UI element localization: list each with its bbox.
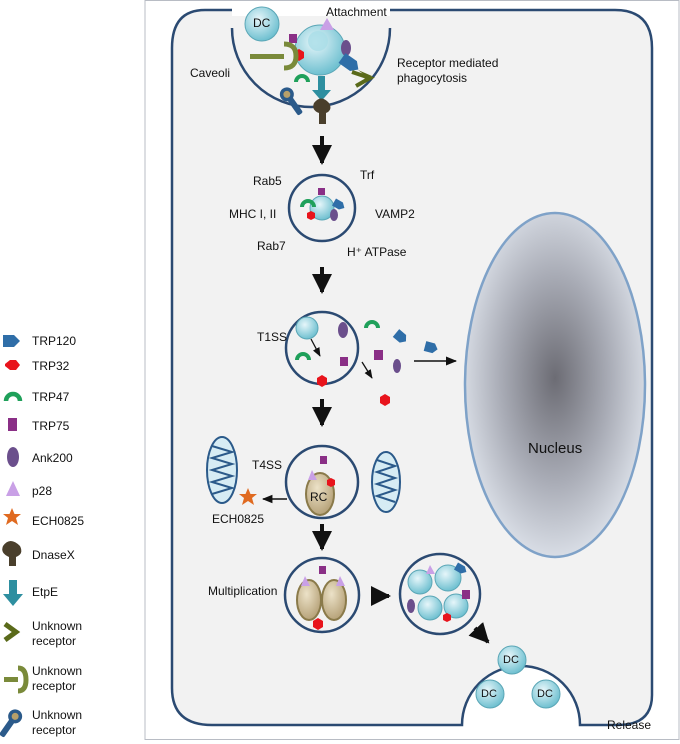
rc-label: RC: [310, 490, 328, 504]
trp120-icon: [338, 53, 359, 71]
legend-label-etpe: EtpE: [32, 585, 59, 599]
dc-attaching: [244, 6, 280, 42]
phagocytosis-label: phagocytosis: [397, 71, 468, 85]
legend-label-trp32: TRP32: [32, 359, 70, 373]
multiplication-label: Multiplication: [208, 584, 278, 598]
released-dc-1-label: DC: [503, 654, 519, 666]
vamp2-label: VAMP2: [375, 207, 415, 221]
unknown-receptor-knob-icon: [279, 87, 303, 115]
rab7-label: Rab7: [257, 239, 286, 253]
released-dc-1: [497, 645, 527, 675]
legend-label-trp47: TRP47: [32, 390, 70, 404]
caveoli-label: Caveoli: [190, 66, 231, 80]
mitochondrion-right: [371, 451, 401, 513]
nucleus-label: Nucleus: [528, 440, 583, 457]
dc-label: DC: [253, 16, 271, 30]
trf-label: Trf: [360, 168, 375, 182]
unknown-receptor-fork-icon: [250, 41, 299, 71]
legend-label-receptor-fork-1: Unknown: [32, 664, 83, 678]
t1ss-label: T1SS: [257, 330, 288, 344]
ech0825-inside-label: ECH0825: [212, 512, 265, 526]
released-dc-3: [531, 679, 561, 709]
release-label: Release: [607, 718, 652, 732]
legend: [0, 335, 29, 737]
released-dc-2: [475, 679, 505, 709]
ech0825-icon: [239, 488, 257, 505]
legend-label-trp120: TRP120: [32, 334, 77, 348]
legend-label-receptor-knob-1: Unknown: [32, 708, 83, 722]
mitochondrion-left: [206, 436, 238, 504]
entering-bacterium: [294, 24, 346, 76]
trp47-icon: [294, 74, 310, 83]
released-dc-3-label: DC: [537, 688, 553, 700]
legend-label-p28: p28: [32, 484, 53, 498]
nucleus: [463, 211, 647, 559]
p28-icon: [320, 18, 334, 30]
legend-label-trp75: TRP75: [32, 419, 70, 433]
trp75-icon: [289, 34, 297, 43]
t4ss-label: T4SS: [252, 458, 283, 472]
legend-label-receptor-fork-2: receptor: [32, 679, 77, 693]
legend-label-ech0825: ECH0825: [32, 514, 85, 528]
legend-label-receptor-chevron-2: receptor: [32, 634, 77, 648]
mhc-label: MHC I, II: [229, 207, 277, 221]
legend-label-receptor-knob-2: receptor: [32, 723, 77, 737]
dnasex-icon: [313, 98, 331, 124]
legend-label-ank200: Ank200: [32, 451, 73, 465]
etpe-icon: [312, 76, 331, 101]
legend-label-receptor-chevron-1: Unknown: [32, 619, 83, 633]
legend-label-dnasex: DnaseX: [32, 548, 75, 562]
ank200-icon: [341, 40, 351, 56]
released-dc-2-label: DC: [481, 688, 497, 700]
receptor-mediated-label: Receptor mediated: [397, 56, 499, 70]
attachment-label: Attachment: [326, 5, 387, 19]
rab5-label: Rab5: [253, 174, 282, 188]
arrow-to-release: [468, 622, 490, 644]
h-atpase-label: H⁺ ATPase: [347, 245, 407, 259]
